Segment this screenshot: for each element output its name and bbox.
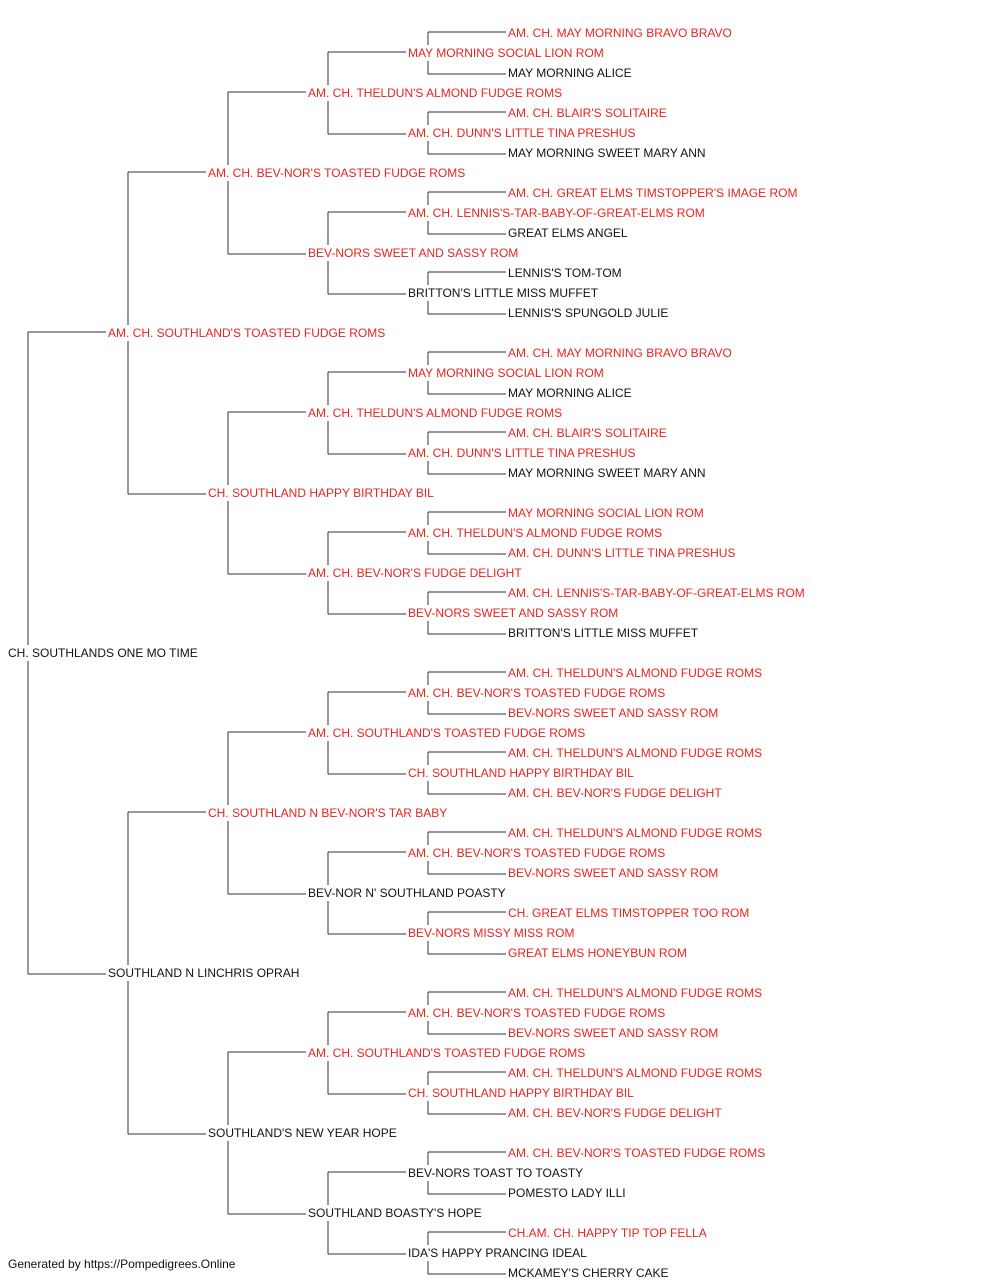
pedigree-name-gen3: AM. CH. SOUTHLAND'S TOASTED FUDGE ROMS: [308, 1046, 586, 1060]
pedigree-name-gen4: BEV-NORS TOAST TO TOASTY: [408, 1166, 584, 1180]
pedigree-name-gen2: AM. CH. BEV-NOR'S TOASTED FUDGE ROMS: [208, 166, 466, 180]
pedigree-name-gen5: BEV-NORS SWEET AND SASSY ROM: [508, 1026, 719, 1040]
pedigree-name-gen4: CH. SOUTHLAND HAPPY BIRTHDAY BIL: [408, 766, 634, 780]
pedigree-name-gen5: AM. CH. THELDUN'S ALMOND FUDGE ROMS: [508, 666, 763, 680]
pedigree-name-gen4: BEV-NORS MISSY MISS ROM: [408, 926, 575, 940]
pedigree-name-gen5: AM. CH. THELDUN'S ALMOND FUDGE ROMS: [508, 746, 763, 760]
pedigree-name-gen5: MCKAMEY'S CHERRY CAKE: [508, 1266, 669, 1280]
pedigree-name-gen5: GREAT ELMS HONEYBUN ROM: [508, 946, 687, 960]
pedigree-name-gen5: AM. CH. GREAT ELMS TIMSTOPPER'S IMAGE RO…: [508, 186, 798, 200]
pedigree-name-gen5: AM. CH. MAY MORNING BRAVO BRAVO: [508, 26, 732, 40]
pedigree-name-gen5: CH. GREAT ELMS TIMSTOPPER TOO ROM: [508, 906, 750, 920]
pedigree-name-gen5: LENNIS'S SPUNGOLD JULIE: [508, 306, 669, 320]
pedigree-name-gen5: AM. CH. BLAIR'S SOLITAIRE: [508, 426, 667, 440]
pedigree-name-gen5: AM. CH. THELDUN'S ALMOND FUDGE ROMS: [508, 826, 763, 840]
pedigree-name-gen5: GREAT ELMS ANGEL: [508, 226, 628, 240]
pedigree-name-gen3: BEV-NORS SWEET AND SASSY ROM: [308, 246, 519, 260]
pedigree-name-gen4: AM. CH. DUNN'S LITTLE TINA PRESHUS: [408, 446, 636, 460]
pedigree-name-gen3: SOUTHLAND BOASTY'S HOPE: [308, 1206, 482, 1220]
pedigree-name-gen5: AM. CH. DUNN'S LITTLE TINA PRESHUS: [508, 546, 736, 560]
pedigree-name-gen4: AM. CH. THELDUN'S ALMOND FUDGE ROMS: [408, 526, 663, 540]
pedigree-name-gen3: AM. CH. BEV-NOR'S FUDGE DELIGHT: [308, 566, 522, 580]
pedigree-name-gen5: AM. CH. BEV-NOR'S TOASTED FUDGE ROMS: [508, 1146, 766, 1160]
pedigree-name-gen3: AM. CH. THELDUN'S ALMOND FUDGE ROMS: [308, 86, 563, 100]
pedigree-name-gen5: MAY MORNING SWEET MARY ANN: [508, 466, 706, 480]
pedigree-name-gen5: POMESTO LADY ILLI: [508, 1186, 626, 1200]
pedigree-name-gen5: MAY MORNING SWEET MARY ANN: [508, 146, 706, 160]
pedigree-name-gen5: BEV-NORS SWEET AND SASSY ROM: [508, 706, 719, 720]
pedigree-name-gen5: MAY MORNING ALICE: [508, 386, 632, 400]
pedigree-name-gen5: AM. CH. BEV-NOR'S FUDGE DELIGHT: [508, 1106, 722, 1120]
pedigree-name-gen5: MAY MORNING ALICE: [508, 66, 632, 80]
footer-credit: Generated by https://Pompedigrees.Online: [8, 1257, 236, 1271]
pedigree-name-gen5: AM. CH. LENNIS'S-TAR-BABY-OF-GREAT-ELMS …: [508, 586, 805, 600]
pedigree-name-gen5: AM. CH. BLAIR'S SOLITAIRE: [508, 106, 667, 120]
pedigree-name-gen4: BRITTON'S LITTLE MISS MUFFET: [408, 286, 599, 300]
pedigree-name-gen4: BEV-NORS SWEET AND SASSY ROM: [408, 606, 619, 620]
pedigree-name-gen2: SOUTHLAND'S NEW YEAR HOPE: [208, 1126, 397, 1140]
pedigree-name-gen5: BEV-NORS SWEET AND SASSY ROM: [508, 866, 719, 880]
pedigree-name-gen4: AM. CH. LENNIS'S-TAR-BABY-OF-GREAT-ELMS …: [408, 206, 705, 220]
pedigree-name-gen5: AM. CH. BEV-NOR'S FUDGE DELIGHT: [508, 786, 722, 800]
pedigree-name-gen5: LENNIS'S TOM-TOM: [508, 266, 622, 280]
pedigree-name-gen5: MAY MORNING SOCIAL LION ROM: [508, 506, 704, 520]
pedigree-name-gen4: CH. SOUTHLAND HAPPY BIRTHDAY BIL: [408, 1086, 634, 1100]
pedigree-name-gen4: AM. CH. BEV-NOR'S TOASTED FUDGE ROMS: [408, 1006, 666, 1020]
pedigree-name-gen3: BEV-NOR N' SOUTHLAND POASTY: [308, 886, 506, 900]
pedigree-name-gen4: AM. CH. BEV-NOR'S TOASTED FUDGE ROMS: [408, 846, 666, 860]
pedigree-name-gen3: AM. CH. THELDUN'S ALMOND FUDGE ROMS: [308, 406, 563, 420]
pedigree-name-gen4: MAY MORNING SOCIAL LION ROM: [408, 366, 604, 380]
pedigree-name-gen2: CH. SOUTHLAND HAPPY BIRTHDAY BIL: [208, 486, 434, 500]
pedigree-name-gen4: AM. CH. DUNN'S LITTLE TINA PRESHUS: [408, 126, 636, 140]
pedigree-name-gen5: AM. CH. MAY MORNING BRAVO BRAVO: [508, 346, 732, 360]
pedigree-name-gen5: AM. CH. THELDUN'S ALMOND FUDGE ROMS: [508, 1066, 763, 1080]
pedigree-name-gen5: AM. CH. THELDUN'S ALMOND FUDGE ROMS: [508, 986, 763, 1000]
pedigree-name-gen5: BRITTON'S LITTLE MISS MUFFET: [508, 626, 699, 640]
pedigree-name-gen4: MAY MORNING SOCIAL LION ROM: [408, 46, 604, 60]
pedigree-name-gen2: CH. SOUTHLAND N BEV-NOR'S TAR BABY: [208, 806, 448, 820]
pedigree-name-gen1: AM. CH. SOUTHLAND'S TOASTED FUDGE ROMS: [108, 326, 386, 340]
pedigree-name-gen4: IDA'S HAPPY PRANCING IDEAL: [408, 1246, 587, 1260]
pedigree-name-gen3: AM. CH. SOUTHLAND'S TOASTED FUDGE ROMS: [308, 726, 586, 740]
pedigree-name-gen4: AM. CH. BEV-NOR'S TOASTED FUDGE ROMS: [408, 686, 666, 700]
pedigree-name-gen5: CH.AM. CH. HAPPY TIP TOP FELLA: [508, 1226, 707, 1240]
pedigree-name-gen0: CH. SOUTHLANDS ONE MO TIME: [8, 646, 198, 660]
pedigree-name-gen1: SOUTHLAND N LINCHRIS OPRAH: [108, 966, 300, 980]
